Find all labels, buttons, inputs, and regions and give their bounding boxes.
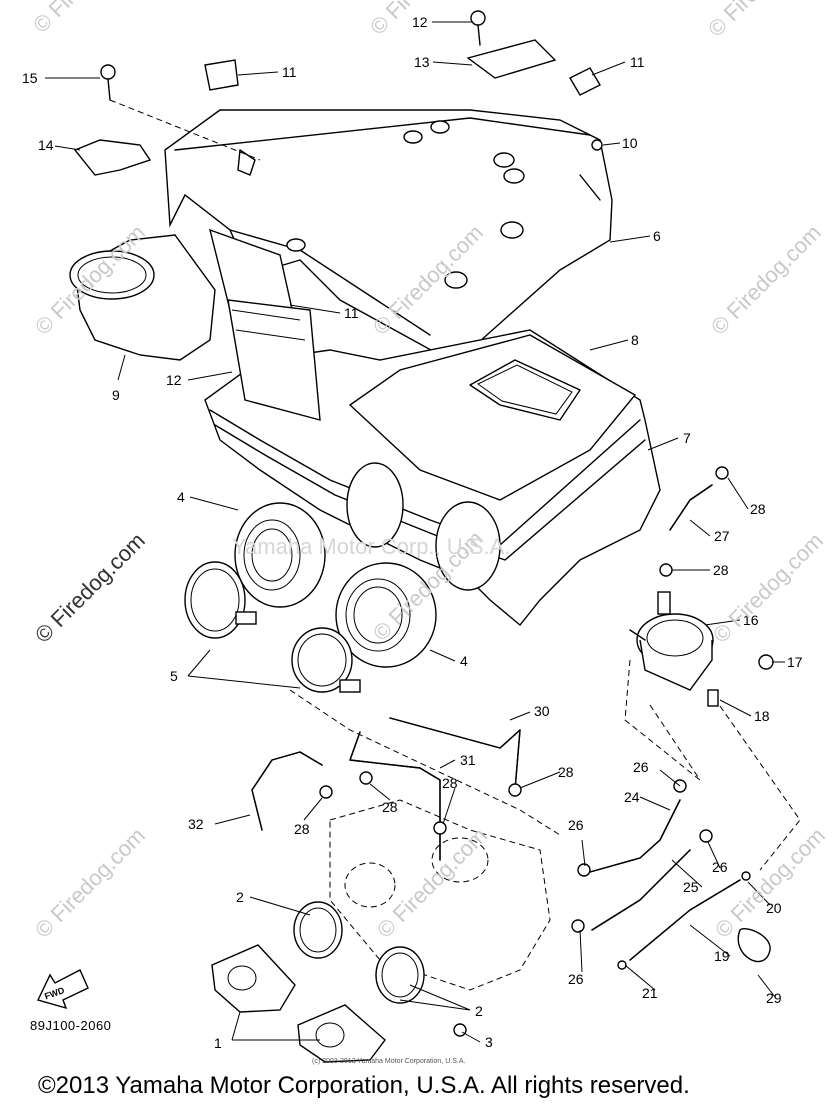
callout-26a: 26: [633, 759, 649, 775]
callout-10: 10: [622, 135, 638, 151]
callout-28c: 28: [558, 764, 574, 780]
callout-4b: 4: [460, 653, 468, 669]
callout-1: 1: [214, 1035, 222, 1051]
callout-25: 25: [683, 879, 699, 895]
callout-7: 7: [683, 430, 691, 446]
callout-3: 3: [485, 1034, 493, 1050]
intake-manifolds: [211, 901, 425, 1063]
callout-31: 31: [460, 752, 476, 768]
intake-joint: [69, 234, 216, 361]
callout-16: 13: [414, 54, 430, 70]
callout-9: 9: [112, 387, 120, 403]
fuel-pump: [629, 591, 714, 691]
carb-joint-left: [234, 502, 326, 608]
callout-32: 32: [188, 816, 204, 832]
copyright-footer: ©2013 Yamaha Motor Corporation, U.S.A. A…: [38, 1072, 690, 1099]
callout-24: 24: [624, 789, 640, 805]
callout-17: 14: [38, 137, 54, 153]
callout-28b: 28: [713, 562, 729, 578]
callout-6: 6: [653, 228, 661, 244]
hoses: [251, 484, 771, 963]
callout-8: 8: [631, 332, 639, 348]
small-credit: (c) 2003-2013 Yamaha Motor Corporation, …: [312, 1058, 466, 1065]
callout-29: 29: [766, 990, 782, 1006]
callout-13: 12: [166, 372, 182, 388]
hose-clamps: [184, 561, 361, 693]
air-box-cover: [164, 109, 613, 356]
callout-15: 12: [412, 14, 428, 30]
callout-21: 18: [754, 708, 770, 724]
callout-2a: 2: [236, 889, 244, 905]
callout-23b: 21: [642, 985, 658, 1001]
callout-12: 11: [344, 305, 359, 321]
carb-joint-right: [335, 562, 437, 668]
callout-26c: 26: [712, 859, 728, 875]
callout-28f: 28: [442, 775, 458, 791]
callout-28d: 28: [294, 821, 310, 837]
callout-26b: 26: [568, 817, 584, 833]
callout-4a: 4: [177, 489, 185, 505]
callout-30: 30: [534, 703, 550, 719]
faint-overlay-text: Yamaha Motor Corp., U.S.A.: [232, 534, 511, 559]
air-filter-element: [348, 334, 637, 501]
callout-22: 19: [714, 948, 730, 964]
part-code: 89J100-2060: [30, 1018, 112, 1033]
callout-14: 11: [630, 54, 645, 70]
callout-5: 5: [170, 668, 178, 684]
callout-27: 27: [714, 528, 730, 544]
element-plates: [209, 228, 321, 421]
callout-leaders: [45, 21, 801, 1043]
callout-19: 16: [743, 612, 759, 628]
carburetor-outline: [329, 799, 551, 991]
fwd-arrow-icon: [37, 969, 89, 1010]
callout-26d: 26: [568, 971, 584, 987]
callout-18: 15: [22, 70, 38, 86]
callout-11: 11: [282, 64, 297, 80]
fasteners: [73, 10, 774, 1037]
callout-numbers: 15 12 13 11 10 6 11 14 11 12 9 8 7 4 4 5…: [22, 14, 803, 1051]
callout-28e: 28: [382, 799, 398, 815]
callout-23a: 20: [766, 900, 782, 916]
callout-2b: 2: [475, 1003, 483, 1019]
callout-28a: 28: [750, 501, 766, 517]
callout-20: 17: [787, 654, 803, 670]
